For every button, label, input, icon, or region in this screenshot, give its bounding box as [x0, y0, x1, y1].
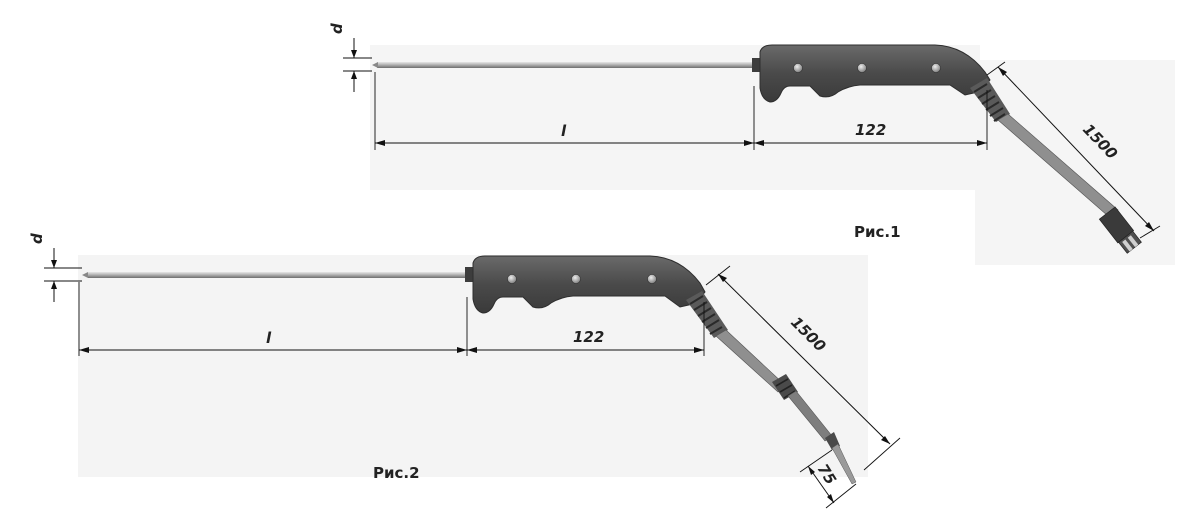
figure1-handle: [759, 44, 991, 103]
figure2-spring: [686, 291, 728, 338]
figure2-collar: [465, 267, 475, 282]
figure2-rod: [88, 272, 473, 278]
figure1-collar: [752, 58, 762, 72]
figure2-screw-2: [571, 274, 581, 284]
figure2-screw-1: [507, 274, 517, 284]
figure2-handle: [472, 255, 706, 314]
figure1-screw-2: [857, 63, 867, 73]
figure2-screw-3: [647, 274, 657, 284]
figure1-dim-d: d: [328, 23, 346, 34]
figure1-dim-l: l: [561, 122, 567, 140]
figure2-dim-d: d: [28, 233, 46, 244]
figure1-dim-handle: 122: [855, 121, 886, 139]
figure1-cable: [997, 113, 1119, 217]
figure1-rod-tip: [372, 62, 378, 68]
figure1-screw-3: [931, 63, 941, 73]
figure2-dim-l: l: [266, 329, 272, 347]
figure2-dim-handle: 122: [573, 328, 604, 346]
figure2-rod-tip: [82, 272, 88, 278]
figure2-probe: [82, 255, 857, 485]
figure1-screw-1: [793, 63, 803, 73]
figure1-cable-background: [975, 60, 1175, 265]
figure2-tip: [825, 432, 857, 485]
figure1-rod: [377, 62, 760, 68]
figure1-spring: [970, 78, 1010, 122]
figure1-probe: [372, 44, 1142, 254]
figure1-connector: [1098, 206, 1142, 254]
figure2-label: Рис.2: [373, 464, 420, 482]
figure1-label: Рис.1: [854, 223, 901, 241]
